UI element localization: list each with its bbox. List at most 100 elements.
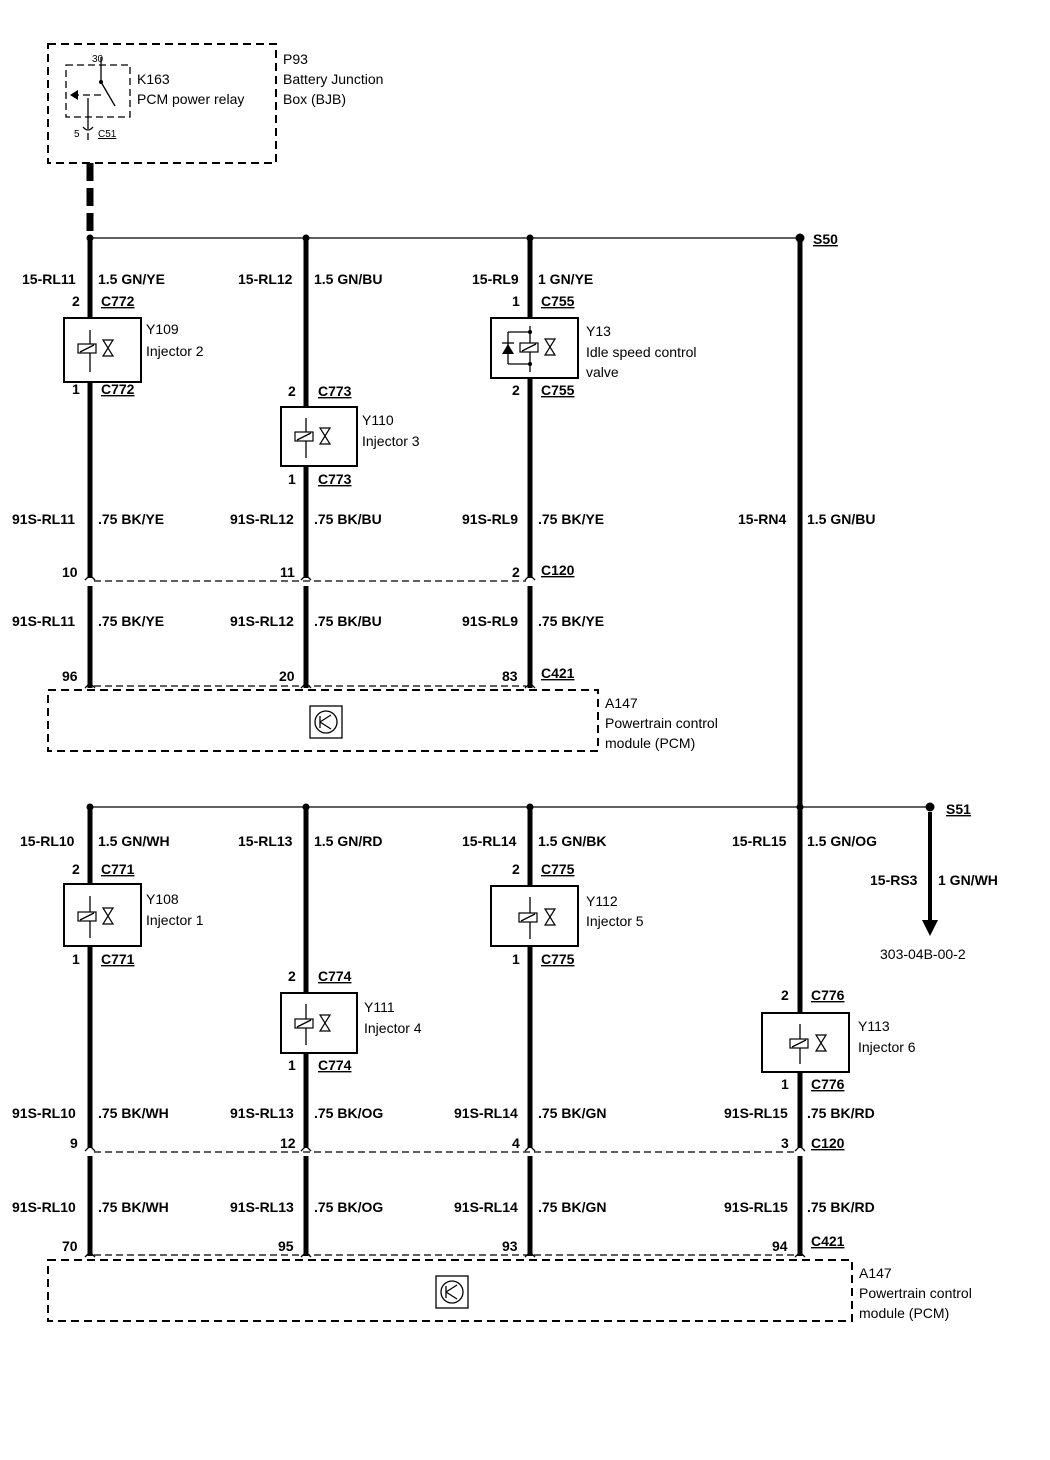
component-id: Y113 <box>858 1018 890 1034</box>
relay-pin-30: 30 <box>92 54 104 65</box>
pcm-pin: 96 <box>62 668 78 684</box>
wire-15-rs3: 15-RS3 <box>870 872 918 888</box>
wire-15-rl10-spec: 1.5 GN/WH <box>98 833 170 849</box>
wire-mid-spec: .75 BK/WH <box>98 1105 169 1121</box>
pcm-pin: 95 <box>278 1238 294 1254</box>
conn-bottom: C772 <box>101 381 135 397</box>
conn-top: C774 <box>318 968 352 984</box>
conn-top: C775 <box>541 861 575 877</box>
wire-15-rl14-spec: 1.5 GN/BK <box>538 833 606 849</box>
wire-low-spec: .75 BK/YE <box>538 613 604 629</box>
wire-low-spec: .75 BK/GN <box>538 1199 606 1215</box>
c120-pin: 3 <box>781 1135 789 1151</box>
wire-low: 91S-RL11 <box>12 613 75 629</box>
top-col3-circuit: 15-RL9 1 GN/YE 1 C755 Y13 Idle speed con… <box>462 238 697 688</box>
arrow-down-icon <box>922 920 938 936</box>
wire-mid: 91S-RL12 <box>230 511 294 527</box>
wire-15-rl15-spec: 1.5 GN/OG <box>807 833 877 849</box>
wire-low-spec: .75 BK/OG <box>314 1199 383 1215</box>
connector-c421: C421 <box>811 1233 845 1249</box>
wire-15-rl9: 15-RL9 <box>472 271 519 287</box>
pcm-id: A147 <box>605 695 638 711</box>
c120-pin: 9 <box>70 1135 78 1151</box>
conn-top: C771 <box>101 861 135 877</box>
pin-top: 2 <box>512 861 520 877</box>
wire-mid: 91S-RL14 <box>454 1105 518 1121</box>
bjb-id: P93 <box>283 51 308 67</box>
wire-low: 91S-RL10 <box>12 1199 76 1215</box>
pcm-name-line1: Powertrain control <box>605 715 718 731</box>
component-id: Y13 <box>586 323 611 339</box>
pin-bottom: 1 <box>512 951 520 967</box>
wire-15-rl11: 15-RL11 <box>22 271 76 287</box>
conn-bottom: C775 <box>541 951 575 967</box>
c120-pin: 10 <box>62 564 78 580</box>
wire-low: 91S-RL15 <box>724 1199 788 1215</box>
c120-pin: 12 <box>280 1135 296 1151</box>
pcm-id: A147 <box>859 1265 892 1281</box>
top-col4-circuit: 15-RN4 1.5 GN/BU <box>738 238 875 807</box>
conn-bottom: C755 <box>541 382 575 398</box>
relay-id: K163 <box>137 71 170 87</box>
wire-low-spec: .75 BK/YE <box>98 613 164 629</box>
connector-c421: C421 <box>541 665 575 681</box>
component-name: Injector 2 <box>146 343 204 359</box>
conn-top: C772 <box>101 293 135 309</box>
wire-mid: 91S-RL11 <box>12 511 75 527</box>
wire-mid-spec: .75 BK/BU <box>314 511 382 527</box>
splice-s50: S50 <box>813 231 838 247</box>
wire-mid: 91S-RL13 <box>230 1105 294 1121</box>
wire-mid-spec: .75 BK/RD <box>807 1105 875 1121</box>
conn-bottom: C773 <box>318 471 352 487</box>
c120-pin: 4 <box>512 1135 520 1151</box>
wire-15-rl15: 15-RL15 <box>732 833 787 849</box>
wire-mid-spec: .75 BK/YE <box>538 511 604 527</box>
pcm-pin: 83 <box>502 668 518 684</box>
wire-15-rl10: 15-RL10 <box>20 833 75 849</box>
wire-low: 91S-RL12 <box>230 613 294 629</box>
component-id: Y109 <box>146 321 179 337</box>
pin-top: 2 <box>288 968 296 984</box>
component-name: Injector 5 <box>586 913 644 929</box>
pcm-name-line2: module (PCM) <box>859 1305 949 1321</box>
pcm-pin: 93 <box>502 1238 518 1254</box>
wire-mid-spec: .75 BK/GN <box>538 1105 606 1121</box>
bottom-col1-circuit: 15-RL10 1.5 GN/WH 2 C771 Y108 Injector 1… <box>12 807 204 1256</box>
bjb-name-line1: Battery Junction <box>283 71 383 87</box>
wire-15-rl12: 15-RL12 <box>238 271 293 287</box>
connector-c120: C120 <box>541 562 575 578</box>
bottom-col4-circuit: 15-RL15 1.5 GN/OG 2 C776 Y113 Injector 6… <box>724 807 916 1256</box>
wire-mid: 91S-RL10 <box>12 1105 76 1121</box>
connector-c51: C51 <box>98 129 117 140</box>
top-col2-circuit: 15-RL12 1.5 GN/BU 2 C773 Y110 Injector 3… <box>230 238 420 688</box>
reference-code: 303-04B-00-2 <box>880 946 966 962</box>
c120-pin: 11 <box>280 564 295 580</box>
wire-15-rl12-spec: 1.5 GN/BU <box>314 271 382 287</box>
conn-bottom: C774 <box>318 1057 352 1073</box>
component-name: Injector 3 <box>362 433 420 449</box>
wire-low-spec: .75 BK/RD <box>807 1199 875 1215</box>
wire-15-rl11-spec: 1.5 GN/YE <box>98 271 165 287</box>
wire-low: 91S-RL13 <box>230 1199 294 1215</box>
wire-15-rs3-spec: 1 GN/WH <box>938 872 998 888</box>
conn-bottom: C771 <box>101 951 135 967</box>
pin-top: 2 <box>288 383 296 399</box>
wire-15-rl13-spec: 1.5 GN/RD <box>314 833 382 849</box>
component-name-line2: valve <box>586 364 619 380</box>
conn-top: C776 <box>811 987 845 1003</box>
wire-15-rn4: 15-RN4 <box>738 511 786 527</box>
relay-name: PCM power relay <box>137 91 244 107</box>
c120-pin: 2 <box>512 564 520 580</box>
pin-top: 2 <box>72 293 80 309</box>
top-col1-circuit: 15-RL11 1.5 GN/YE 2 C772 Y109 Injector 2… <box>12 238 204 688</box>
bottom-col3-circuit: 15-RL14 1.5 GN/BK 2 C775 Y112 Injector 5… <box>454 807 644 1256</box>
pin-bottom: 2 <box>512 382 520 398</box>
wire-low: 91S-RL9 <box>462 613 518 629</box>
splice-s51: S51 <box>946 801 971 817</box>
wire-low: 91S-RL14 <box>454 1199 518 1215</box>
component-id: Y112 <box>586 893 618 909</box>
component-name: Injector 1 <box>146 912 204 928</box>
wire-15-rn4-spec: 1.5 GN/BU <box>807 511 875 527</box>
conn-top: C773 <box>318 383 352 399</box>
conn-bottom: C776 <box>811 1076 845 1092</box>
